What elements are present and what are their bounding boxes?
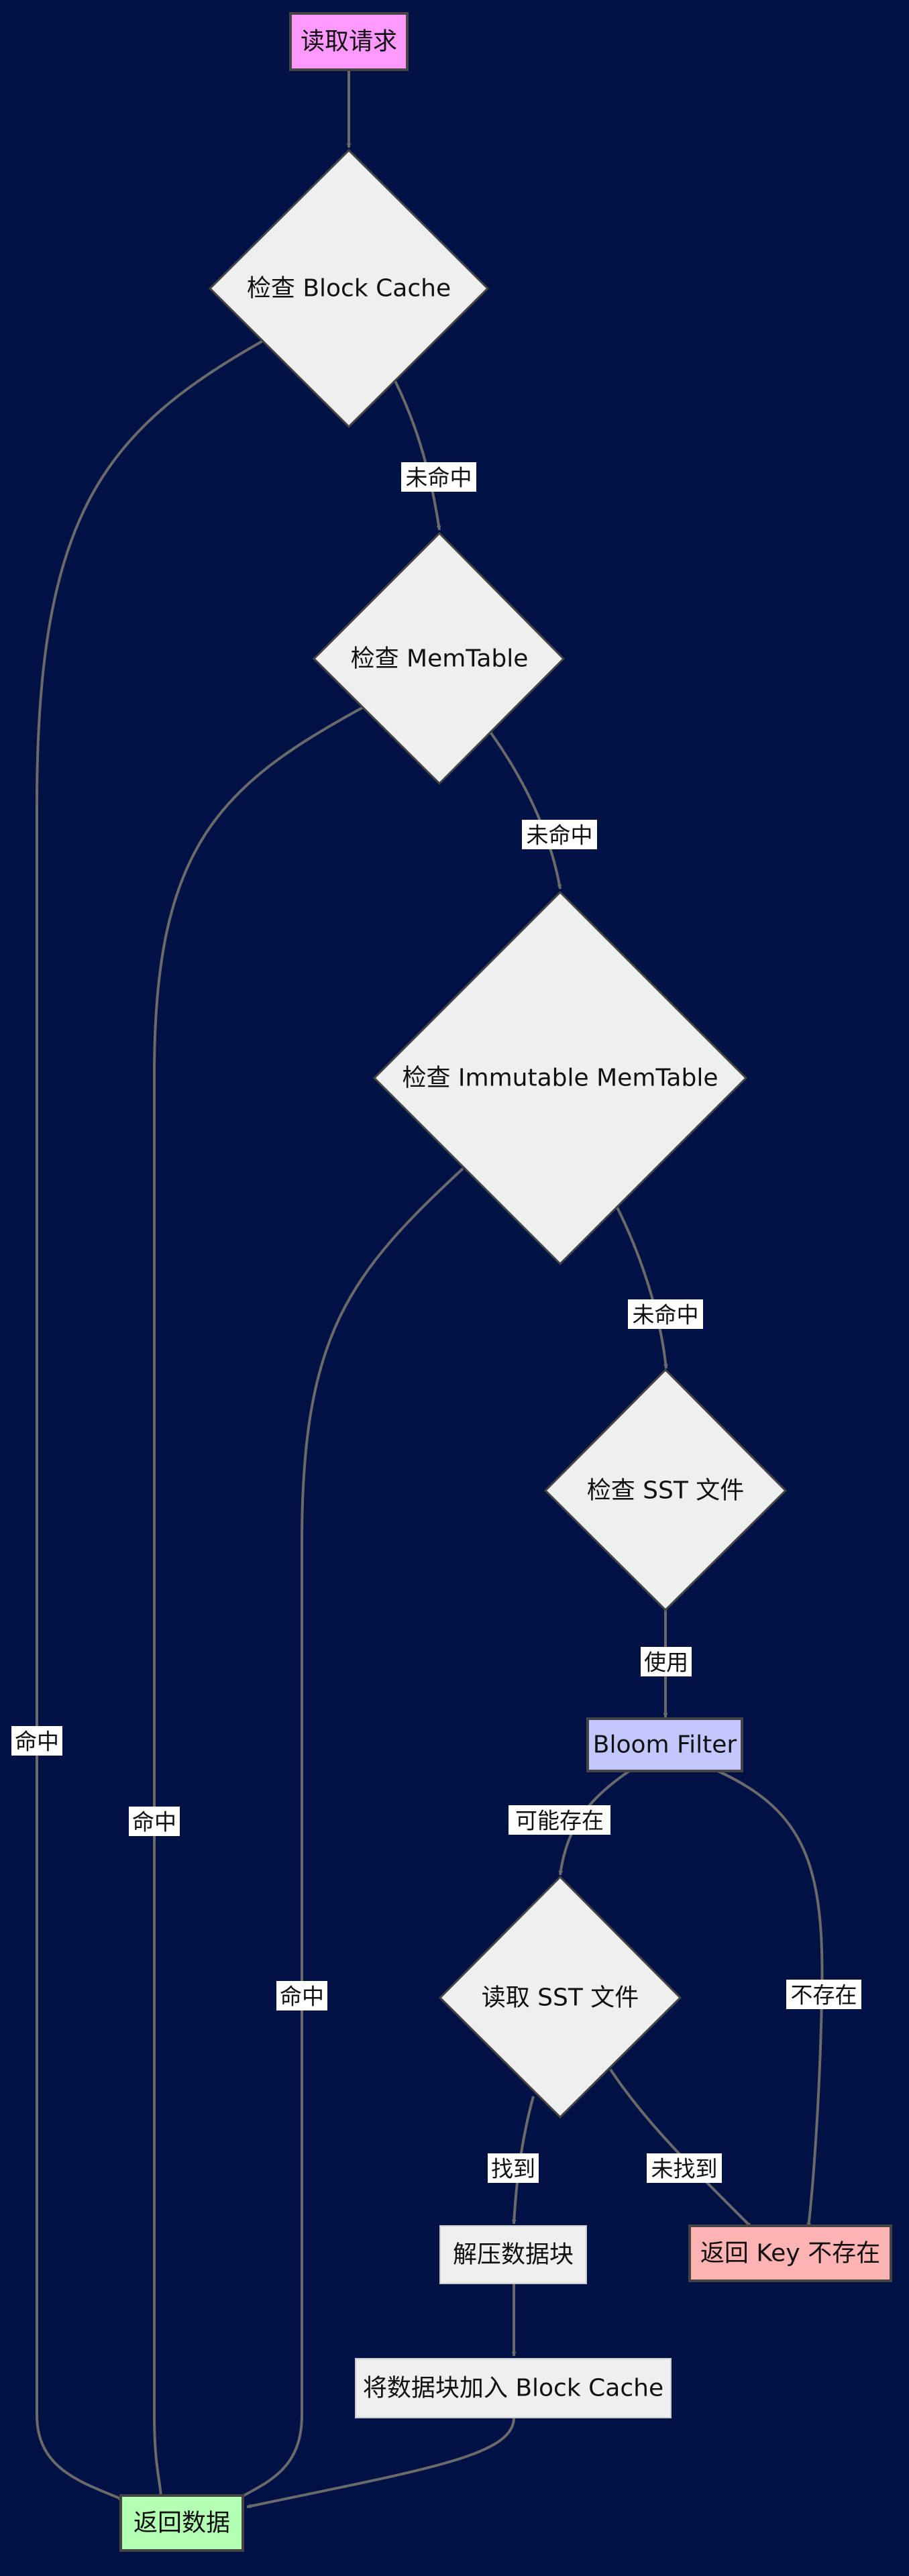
svg-text:命中: 命中 — [15, 1729, 59, 1755]
edge-label-mem-hit: 命中 — [129, 1807, 180, 1836]
edge-label-use: 使用 — [641, 1647, 692, 1676]
node-return-data: 返回数据 — [119, 2494, 244, 2552]
edge-label-bc-hit: 命中 — [11, 1726, 62, 1756]
node-decompress: 解压数据块 — [439, 2225, 587, 2284]
svg-text:返回 Key 不存在: 返回 Key 不存在 — [700, 2240, 880, 2267]
edge-label-maybe-exists: 可能存在 — [509, 1805, 610, 1835]
edge-label-found: 找到 — [488, 2153, 539, 2183]
svg-text:使用: 使用 — [644, 1650, 688, 1676]
svg-text:不存在: 不存在 — [791, 1982, 857, 2008]
edge-label-not-found: 未找到 — [647, 2153, 722, 2183]
node-key-not-exist: 返回 Key 不存在 — [688, 2224, 892, 2282]
node-add-block-cache: 将数据块加入 Block Cache — [355, 2358, 672, 2418]
edge-read-sst-to-not-exist — [609, 2068, 753, 2229]
svg-text:检查 MemTable: 检查 MemTable — [351, 645, 529, 673]
svg-text:Bloom Filter: Bloom Filter — [593, 1731, 737, 1759]
edge-label-bc-miss: 未命中 — [401, 462, 476, 492]
edge-labels: 未命中 未命中 未命中 使用 可能存在 不存在 找到 未找到 — [11, 462, 861, 2183]
edge-block-cache-hit-to-return — [36, 339, 264, 2501]
svg-text:读取 SST 文件: 读取 SST 文件 — [482, 1984, 639, 2012]
svg-text:返回数据: 返回数据 — [133, 2510, 230, 2537]
node-check-memtable: 检查 MemTable — [312, 531, 566, 786]
node-read-request: 读取请求 — [289, 12, 409, 71]
node-read-sst: 读取 SST 文件 — [438, 1875, 682, 2119]
svg-text:未命中: 未命中 — [406, 465, 472, 491]
edge-label-imm-hit: 命中 — [276, 1981, 327, 2010]
svg-text:检查 SST 文件: 检查 SST 文件 — [587, 1477, 745, 1505]
svg-text:未命中: 未命中 — [527, 822, 593, 849]
edge-label-not-exists: 不存在 — [786, 1980, 861, 2009]
svg-text:将数据块加入 Block Cache: 将数据块加入 Block Cache — [363, 2375, 663, 2402]
edge-block-cache-to-memtable — [393, 379, 441, 531]
edge-immutable-to-sst — [616, 1207, 668, 1369]
svg-text:找到: 找到 — [491, 2156, 535, 2182]
edges — [36, 70, 824, 2509]
svg-text:读取请求: 读取请求 — [301, 28, 397, 56]
svg-text:未命中: 未命中 — [633, 1302, 699, 1328]
edge-label-imm-miss: 未命中 — [628, 1299, 703, 1329]
svg-text:解压数据块: 解压数据块 — [453, 2241, 574, 2269]
svg-text:未找到: 未找到 — [651, 2156, 718, 2182]
nodes: 读取请求 检查 Block Cache 检查 MemTable 检查 Immut… — [119, 12, 892, 2552]
edge-label-mem-miss: 未命中 — [522, 820, 597, 849]
node-check-sst: 检查 SST 文件 — [543, 1368, 788, 1612]
svg-text:命中: 命中 — [280, 1984, 324, 2010]
svg-text:检查 Block Cache: 检查 Block Cache — [247, 275, 451, 303]
node-check-block-cache: 检查 Block Cache — [208, 148, 490, 429]
edge-add-cache-to-return — [246, 2417, 515, 2509]
edge-memtable-hit-to-return — [153, 706, 363, 2500]
edge-memtable-to-immutable — [488, 730, 562, 890]
svg-text:命中: 命中 — [132, 1809, 176, 1835]
svg-text:可能存在: 可能存在 — [515, 1808, 604, 1834]
node-bloom-filter: Bloom Filter — [586, 1717, 743, 1772]
node-check-immutable: 检查 Immutable MemTable — [372, 890, 748, 1266]
svg-text:检查 Immutable MemTable: 检查 Immutable MemTable — [402, 1065, 718, 1092]
edge-immutable-hit-to-return — [235, 1167, 464, 2501]
